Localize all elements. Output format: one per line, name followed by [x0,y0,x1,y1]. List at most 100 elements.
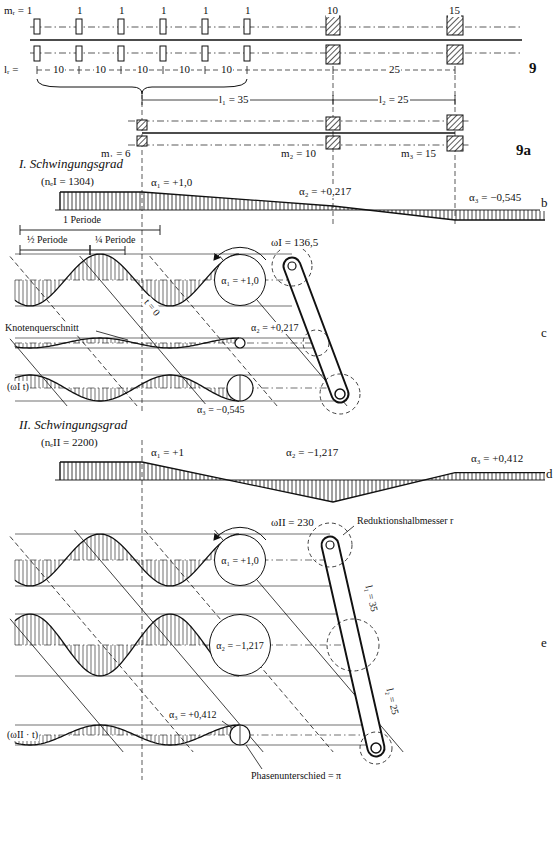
hatch-line [356,480,357,496]
subfigure-letter: e [540,636,548,651]
hatch-line [155,280,156,300]
hatch-line [60,462,61,480]
hatch-line [19,560,20,583]
period-label: ½ Periode [26,234,69,246]
hatch-line [35,280,36,305]
hatch-line [187,623,188,645]
hatch-line [76,462,77,480]
period-bracket [20,225,21,235]
hatch-line [492,210,493,220]
length-value: 10 [94,63,107,76]
hatch-line [400,480,401,486]
hatch-line [308,480,309,497]
hatch-line [248,200,249,210]
hatch-line [95,388,96,401]
subfigure-letter: d [545,467,554,482]
radius-label: Reduktionshalbmesser r [356,515,454,527]
hatch-line [424,210,425,216]
hatch-line [320,205,321,210]
hatch-line [107,645,108,674]
sine-wave [15,375,239,401]
hatch-line [168,467,169,480]
hatch-line [167,735,168,745]
dimension-tick [333,66,334,74]
phase-circle [227,375,253,401]
hatch-line [183,560,184,582]
hatch-line [83,645,84,667]
length-value: 10 [178,63,191,76]
flywheel-mass [447,16,463,35]
hatch-line [132,192,133,210]
disk-mass [202,46,208,61]
hatch-line [39,616,40,645]
hatch-line [416,210,417,216]
hatch-line [152,464,153,480]
hatch-line [91,388,92,400]
mass-label: m₂ = 10 [280,147,317,160]
hatch-line [183,280,184,302]
hatch-line [43,619,44,645]
hatch-line [91,645,92,674]
hatch-line [112,462,113,480]
crank-arm [330,545,376,748]
hatch-line [119,645,120,665]
band-line [15,676,353,677]
hatch-line [79,645,80,663]
hatch-line [191,280,192,295]
hatch-line [412,210,413,215]
leader-line [343,526,354,535]
hatch-line [220,198,221,210]
phase-line [215,530,404,752]
hatch-line [15,560,16,580]
disk-mass [202,19,208,34]
hatch-line [31,375,32,388]
hatch-line [524,210,525,220]
hatch-line [195,280,196,291]
hatch-line [296,203,297,210]
hatch-line [143,634,144,645]
axis-line [128,145,470,146]
amplitude-line [60,462,545,502]
hatch-line [516,210,517,220]
hatch-line [23,343,24,348]
disk-mass [34,19,40,34]
hatch-line [43,735,44,743]
hatch-line [119,728,120,735]
hatch-line [180,195,181,210]
hatch-line [87,727,88,735]
axis-label: (ωII · t) [6,729,39,741]
figure-number: 9 [528,60,538,77]
hatch-line [240,199,241,210]
hatch-line [540,210,541,220]
hatch-line [111,645,112,672]
hatch-line [112,192,113,210]
hatch-line [348,480,349,498]
hatch-line [164,194,165,210]
hatch-line [167,280,168,306]
hatch-line [95,645,96,675]
hatch-line [155,621,156,645]
hatch-line [31,280,32,306]
hatch-line [544,210,545,220]
hatch-line [172,468,173,480]
hatch-line [524,473,525,480]
hatch-line [171,735,172,745]
hatch-line [312,480,313,498]
hatch-line [107,535,108,560]
hatch-line [540,473,541,480]
hatch-line [456,473,457,480]
hatch-line [500,473,501,480]
hatch-line [47,560,48,579]
hatch-line [31,614,32,645]
hatch-line [115,727,116,735]
phase-line [75,530,264,752]
hatch-line [51,280,52,295]
reduction-circle [308,523,352,567]
hatch-line [456,210,457,220]
hatch-line [179,735,180,744]
hatch-line [191,627,192,645]
hatch-line [171,560,172,586]
hatch-line [175,280,176,305]
dimension-tick [455,95,456,105]
